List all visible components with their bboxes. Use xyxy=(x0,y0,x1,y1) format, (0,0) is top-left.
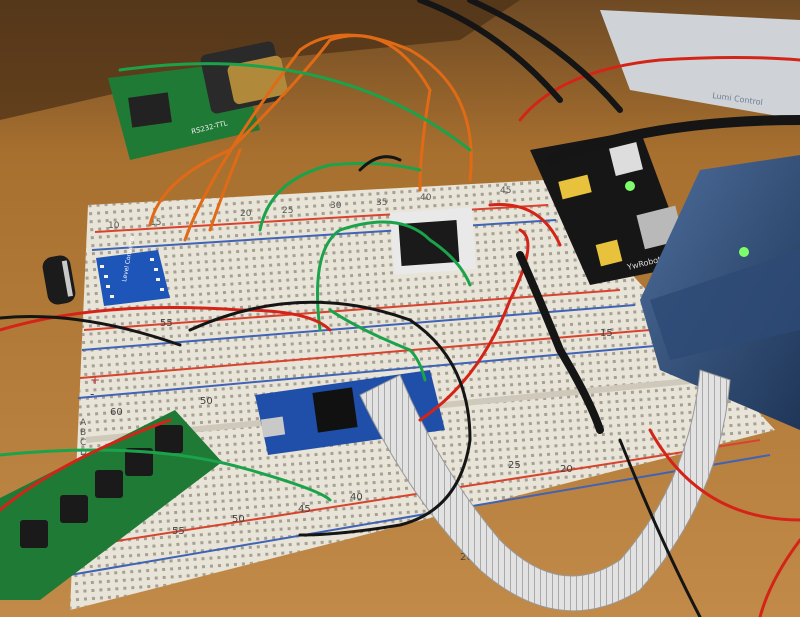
row-num: 50 xyxy=(232,514,245,525)
black-wire xyxy=(618,438,702,617)
col-letter: B xyxy=(80,428,86,438)
row-num: 15 xyxy=(150,218,161,228)
row-num: 20 xyxy=(560,464,573,475)
rs232-module: RS232-TTL xyxy=(108,41,288,160)
red-wire xyxy=(518,56,800,122)
row-num: 40 xyxy=(350,492,363,503)
row-num: 30 xyxy=(330,201,342,211)
orange-wire xyxy=(208,148,242,232)
row-numbers-lower: 55 50 45 40 25 20 xyxy=(172,460,521,563)
electrolytic-capacitor xyxy=(42,255,76,305)
grey-device: Lumi Control xyxy=(600,10,800,120)
row-num: 25 xyxy=(508,460,521,471)
black-cable xyxy=(467,0,623,113)
col-letter: D xyxy=(80,448,87,458)
top-rail-blue xyxy=(91,219,557,251)
programmer-led xyxy=(739,247,749,257)
power-module: YwRobot xyxy=(530,130,690,285)
mid-rail-red xyxy=(83,289,621,331)
col-letter: A xyxy=(80,418,87,428)
red-wire xyxy=(758,538,800,617)
ribbon-cable xyxy=(359,369,731,612)
row-num: 60 xyxy=(110,407,123,418)
row-num: 55 xyxy=(172,526,185,537)
row-numbers-top: 10 15 20 25 30 35 40 45 xyxy=(108,186,511,231)
row-num: 15 xyxy=(600,328,613,339)
mid-rail-blue-2 xyxy=(77,344,666,399)
green-wire xyxy=(0,448,332,502)
black-wire xyxy=(0,315,182,347)
button-board xyxy=(0,410,222,600)
green-wire xyxy=(118,62,472,152)
push-buttons xyxy=(20,425,183,548)
orange-wire xyxy=(183,33,473,242)
row-num: 35 xyxy=(376,198,387,208)
row-num: 10 xyxy=(108,221,120,231)
row-num: 45 xyxy=(500,186,511,196)
black-wire xyxy=(358,155,402,172)
black-cable xyxy=(417,0,563,103)
row-num: 55 xyxy=(160,318,173,329)
green-wire xyxy=(316,220,472,332)
black-wire xyxy=(516,251,604,434)
green-wire xyxy=(328,308,427,382)
row-num: 45 xyxy=(298,504,311,515)
rail-sign-plus: + xyxy=(90,373,100,387)
top-rail-red xyxy=(94,204,549,233)
usb-programmer xyxy=(640,155,800,430)
red-wire xyxy=(648,428,800,522)
row-num: 20 xyxy=(240,209,252,219)
black-wire xyxy=(188,300,472,537)
red-wire xyxy=(488,203,562,247)
row-num: 40 xyxy=(420,193,432,203)
red-wire xyxy=(0,418,172,512)
black-cable xyxy=(545,115,800,165)
red-wire xyxy=(418,228,530,422)
rail-signs: + - xyxy=(90,373,100,401)
row-num: 20 xyxy=(460,552,473,563)
row-num: 50 xyxy=(200,396,213,407)
col-letter: C xyxy=(80,438,86,448)
rail-sign-minus: - xyxy=(90,387,94,401)
bottom-rail-red xyxy=(71,439,761,549)
row-num: 25 xyxy=(282,206,293,216)
bottom-rail-blue xyxy=(69,454,771,576)
power-led xyxy=(625,181,635,191)
green-wire xyxy=(258,161,422,232)
